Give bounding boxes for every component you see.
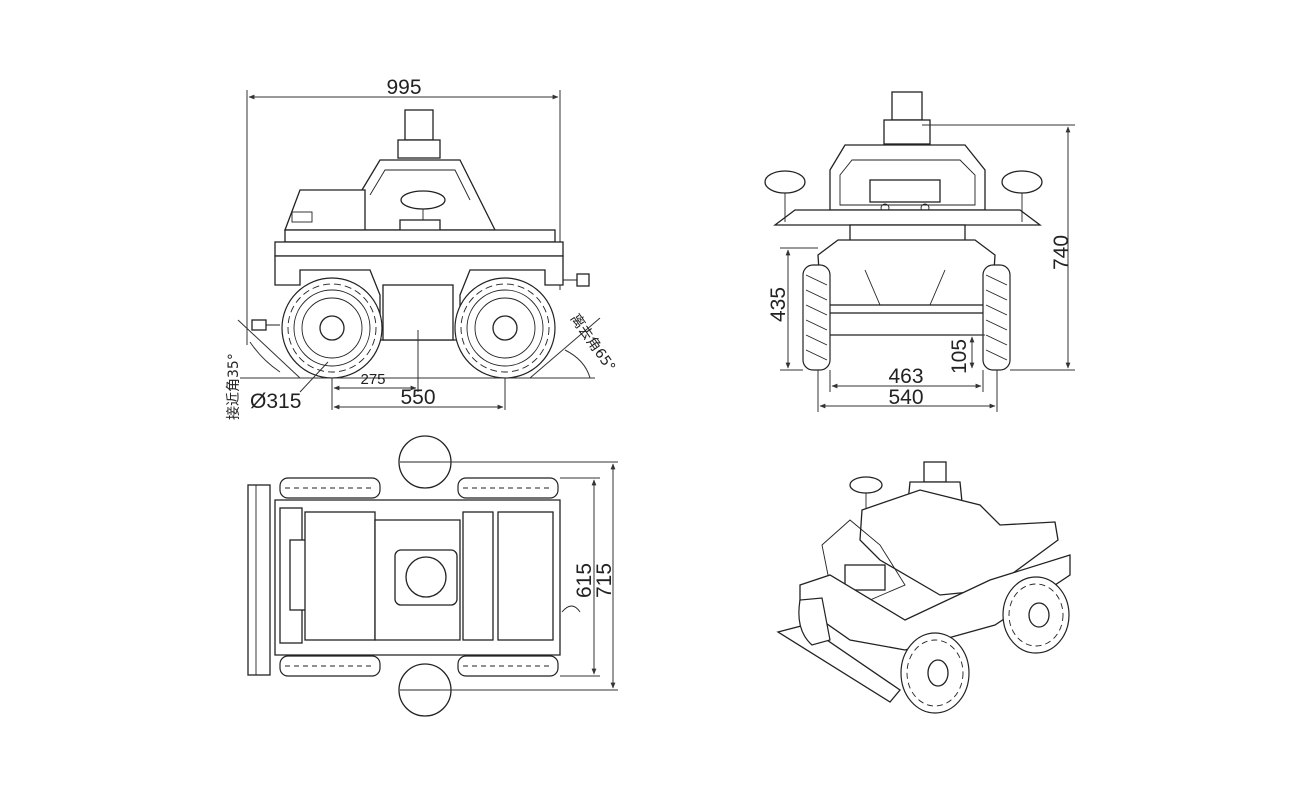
rear-hub: [492, 315, 518, 341]
iso-wheel-front: [900, 632, 970, 714]
side-rail: [274, 241, 564, 257]
approach-angle-line: [237, 319, 301, 379]
iso-wheel-front-left: [798, 597, 831, 646]
iso-camera: [844, 564, 886, 591]
front-body: [817, 239, 996, 336]
iso-body: [799, 554, 1071, 651]
body-height-dimension: 435: [767, 287, 790, 322]
front-view: 740 435 105 463 540: [764, 91, 1075, 412]
front-lidar: [891, 91, 923, 121]
iso-cabin: [859, 489, 1059, 596]
departure-angle-label: 离去角65°: [567, 311, 619, 375]
inner-width-dimension: 615: [573, 563, 596, 598]
front-camera: [869, 179, 941, 203]
isometric-view: [776, 461, 1071, 714]
top-rail: [462, 511, 494, 641]
iso-antenna-1: [849, 476, 883, 494]
hood: [284, 189, 366, 231]
side-view: 995: [225, 76, 619, 420]
left-antenna: [764, 170, 806, 194]
rear-connector: [576, 273, 590, 287]
approach-angle-label: 接近角35°: [225, 353, 242, 420]
top-handle: [289, 539, 307, 611]
side-front-wheel: [281, 277, 383, 379]
track-inner-dimension: 463: [888, 365, 923, 388]
front-deck: [773, 209, 1042, 226]
iso-front-bumper: [776, 624, 901, 703]
upper-deck: [284, 229, 556, 243]
departure-angle-line: [529, 317, 601, 379]
iso-lidar: [923, 461, 947, 483]
front-hub: [319, 315, 345, 341]
length-dimension: 995: [386, 76, 421, 99]
wheel-diameter-label: Ø315: [250, 390, 301, 413]
iso-wheel-rear: [1002, 576, 1070, 654]
front-lidar-base: [883, 119, 931, 145]
half-wheelbase-dimension: 275: [360, 371, 385, 388]
gnss-antenna: [400, 190, 446, 210]
track-outer-dimension: 540: [888, 386, 923, 409]
front-right-tire: [982, 264, 1011, 371]
ground-clearance-dimension: 105: [948, 339, 971, 374]
lidar-body: [404, 109, 434, 141]
lidar-base: [397, 139, 441, 159]
top-hood: [304, 511, 376, 641]
right-antenna: [1001, 170, 1043, 194]
wheelbase-dimension: 550: [400, 386, 435, 409]
front-bumper: [809, 304, 1006, 314]
top-rear-deck: [497, 511, 554, 641]
front-connector: [251, 319, 267, 331]
front-left-tire: [802, 264, 831, 371]
top-view: 615 715: [247, 435, 618, 717]
top-front-bumper: [247, 484, 271, 676]
overall-height-dimension: 740: [1050, 235, 1073, 270]
side-rear-wheel: [454, 277, 556, 379]
overall-width-dimension: 715: [593, 563, 616, 598]
top-lidar: [405, 556, 447, 598]
